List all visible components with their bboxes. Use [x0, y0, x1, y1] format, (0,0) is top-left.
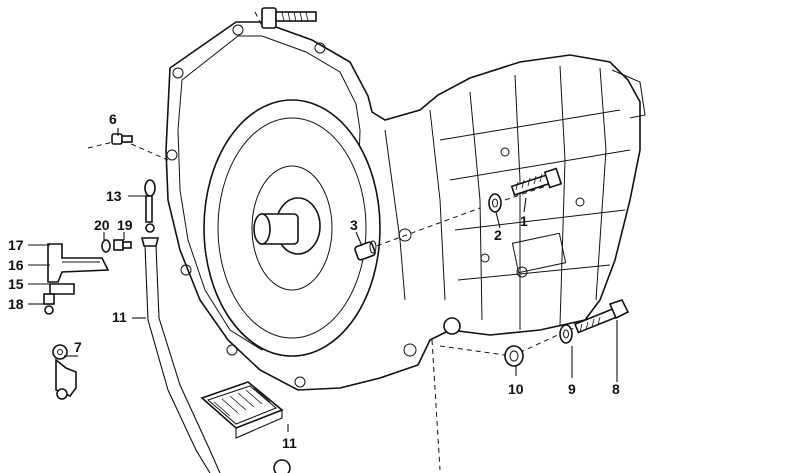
label-8: 8 [612, 381, 620, 397]
part-13-dipstick [144, 179, 156, 233]
bracket-group [43, 239, 132, 315]
label-18: 18 [8, 296, 24, 312]
part-10-seal [504, 345, 524, 367]
top-bolt [261, 7, 317, 29]
part-1-bolt [510, 167, 563, 196]
label-3: 3 [350, 217, 358, 233]
assembly-guide-lines [87, 11, 611, 471]
part-11-filler-tube [140, 237, 221, 473]
part-2-washer [488, 193, 502, 213]
label-11-tube: 11 [112, 309, 127, 325]
label-7: 7 [74, 339, 82, 355]
label-16: 16 [8, 257, 24, 273]
label-6: 6 [109, 111, 117, 127]
label-13: 13 [106, 188, 122, 204]
drain-plug [273, 459, 291, 473]
case-plug [443, 317, 461, 335]
part-9-washer [559, 324, 573, 344]
label-2: 2 [494, 227, 502, 243]
label-leaders [28, 128, 618, 432]
part-8-bolt [573, 299, 630, 334]
part-7-clamp [52, 344, 77, 400]
part-3-sleeve [354, 240, 377, 261]
label-19: 19 [117, 217, 133, 233]
label-17: 17 [8, 237, 24, 253]
torque-converter [203, 99, 381, 357]
label-10: 10 [508, 381, 524, 397]
part-6-bolt [111, 133, 133, 145]
label-20: 20 [94, 217, 110, 233]
label-15: 15 [8, 276, 24, 292]
label-1: 1 [520, 213, 528, 229]
callout-labels: 6 13 17 16 15 18 20 19 11 7 11 3 2 1 10 … [8, 111, 620, 451]
part-11-strainer [200, 381, 284, 439]
label-11-strainer: 11 [282, 435, 297, 451]
label-9: 9 [568, 381, 576, 397]
